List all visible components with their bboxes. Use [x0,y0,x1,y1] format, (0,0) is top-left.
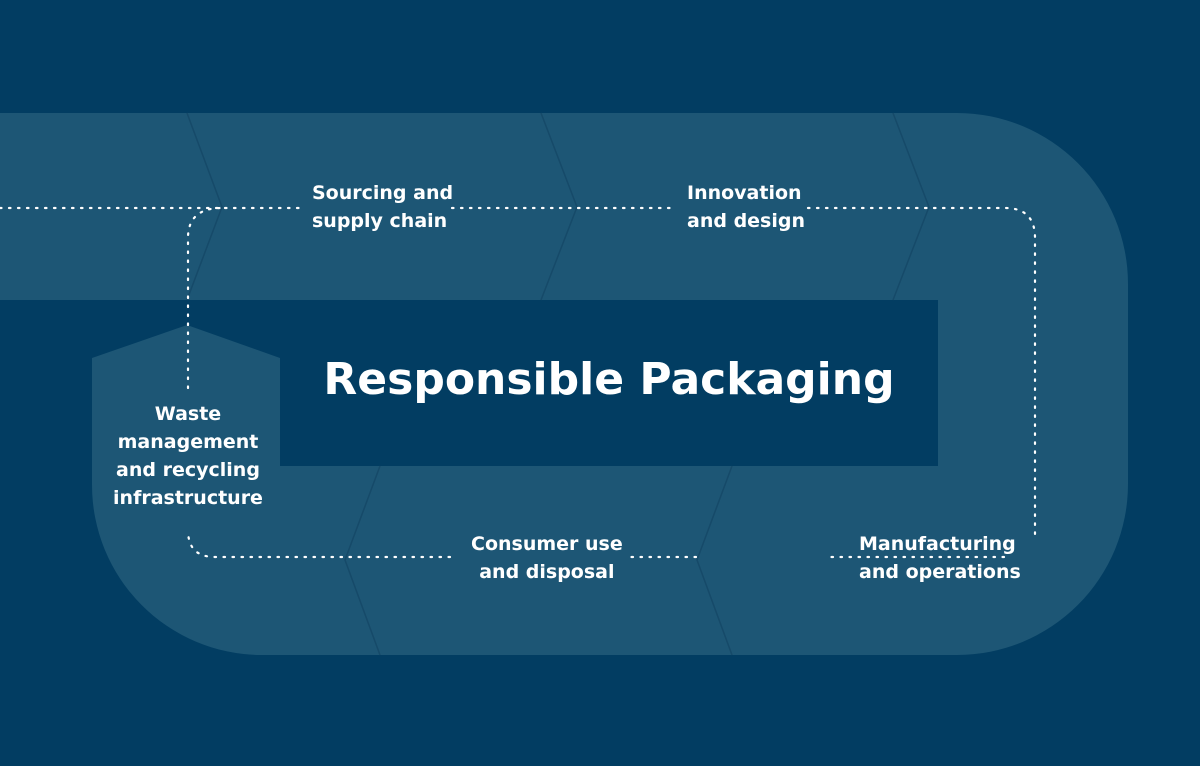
stage-label-sourcing: Sourcing and supply chain [312,182,454,232]
stage-label-innovation: Innovation and design [687,182,805,232]
stage-label-manufacturing: Manufacturing and operations [859,533,1021,583]
stage-label-consumer: Consumer use and disposal [471,533,623,583]
chevron-bottom-2 [696,465,733,656]
track-band [0,113,1128,655]
center-box [280,300,938,466]
diagram-title: Responsible Packaging [323,354,895,405]
chevron-top-3 [892,112,930,301]
chevron-top-2 [540,112,578,301]
chevron-separators [186,112,930,656]
chevron-top-1 [186,112,223,301]
stage-label-waste: Waste management and recycling infrastru… [113,403,263,509]
chevron-bottom-1 [344,465,381,656]
